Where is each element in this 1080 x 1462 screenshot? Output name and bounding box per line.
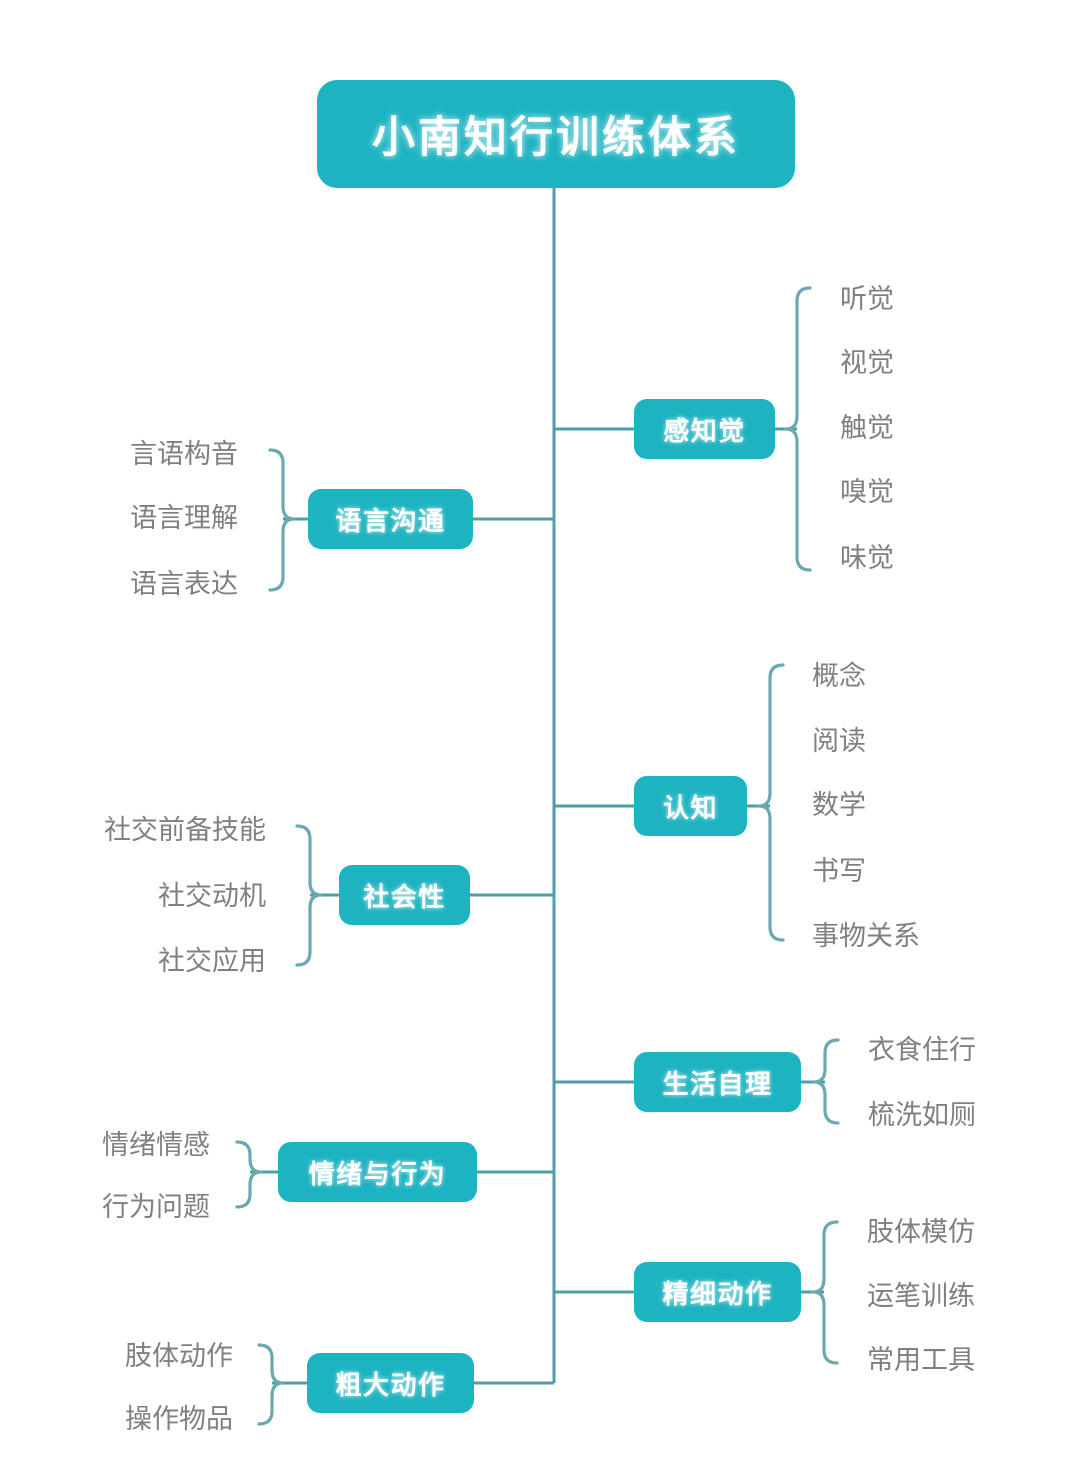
leaf-label-cognition-3: 书写 bbox=[812, 856, 866, 886]
brace-perception bbox=[784, 286, 812, 572]
brace-self-care bbox=[812, 1038, 840, 1125]
leaf-label-emotion-behavior-0: 情绪情感 bbox=[102, 1130, 210, 1160]
branch-node-social[interactable]: 社会性 bbox=[339, 865, 470, 925]
leaf-label-self-care-1: 梳洗如厕 bbox=[868, 1100, 976, 1130]
root-node[interactable]: 小南知行训练体系 bbox=[317, 80, 795, 188]
leaf-label-gross-motor-1: 操作物品 bbox=[125, 1404, 233, 1434]
leaf-label-perception-4: 味觉 bbox=[840, 543, 894, 573]
branch-node-perception[interactable]: 感知觉 bbox=[634, 399, 775, 459]
branch-node-emotion-behavior[interactable]: 情绪与行为 bbox=[278, 1142, 477, 1202]
leaf-label-social-0: 社交前备技能 bbox=[104, 815, 266, 845]
leaf-label-cognition-0: 概念 bbox=[812, 661, 866, 691]
branch-node-self-care[interactable]: 生活自理 bbox=[634, 1052, 801, 1112]
root-node-label: 小南知行训练体系 bbox=[372, 114, 740, 162]
leaf-label-language-0: 言语构音 bbox=[130, 439, 238, 469]
leaf-label-social-1: 社交动机 bbox=[158, 881, 266, 911]
brace-language bbox=[268, 448, 296, 592]
brace-fine-motor bbox=[811, 1220, 839, 1365]
leaf-label-cognition-1: 阅读 bbox=[812, 726, 866, 756]
brace-cognition bbox=[757, 663, 785, 942]
leaf-label-social-2: 社交应用 bbox=[158, 946, 266, 976]
branch-node-gross-motor[interactable]: 粗大动作 bbox=[307, 1353, 474, 1413]
leaf-label-perception-1: 视觉 bbox=[840, 348, 894, 378]
leaf-label-perception-2: 触觉 bbox=[840, 413, 894, 443]
leaf-label-cognition-2: 数学 bbox=[812, 790, 866, 820]
branch-node-label: 精细动作 bbox=[662, 1278, 773, 1309]
branch-node-label: 认知 bbox=[662, 792, 718, 823]
leaf-label-gross-motor-0: 肢体动作 bbox=[125, 1341, 233, 1371]
leaf-label-language-1: 语言理解 bbox=[130, 503, 238, 533]
branch-node-label: 社会性 bbox=[363, 881, 446, 912]
branch-node-label: 语言沟通 bbox=[335, 505, 446, 536]
branch-node-language[interactable]: 语言沟通 bbox=[308, 489, 473, 549]
branch-node-fine-motor[interactable]: 精细动作 bbox=[634, 1262, 801, 1322]
leaf-label-emotion-behavior-1: 行为问题 bbox=[102, 1192, 210, 1222]
leaf-label-language-2: 语言表达 bbox=[130, 569, 238, 599]
brace-gross-motor bbox=[257, 1343, 285, 1426]
brace-social bbox=[295, 824, 323, 967]
branch-node-label: 粗大动作 bbox=[335, 1369, 446, 1400]
leaf-label-perception-0: 听觉 bbox=[840, 284, 894, 314]
leaf-label-perception-3: 嗅觉 bbox=[840, 477, 894, 507]
branch-node-label: 感知觉 bbox=[663, 415, 746, 446]
leaf-label-fine-motor-2: 常用工具 bbox=[867, 1345, 975, 1375]
leaf-label-cognition-4: 事物关系 bbox=[812, 921, 920, 951]
branch-node-label: 生活自理 bbox=[662, 1068, 773, 1099]
brace-emotion-behavior bbox=[235, 1140, 263, 1209]
branch-node-label: 情绪与行为 bbox=[308, 1158, 447, 1189]
branch-node-cognition[interactable]: 认知 bbox=[634, 776, 747, 836]
leaf-label-fine-motor-1: 运笔训练 bbox=[867, 1281, 975, 1311]
leaf-label-self-care-0: 衣食住行 bbox=[868, 1035, 976, 1065]
leaf-label-fine-motor-0: 肢体模仿 bbox=[867, 1217, 975, 1247]
